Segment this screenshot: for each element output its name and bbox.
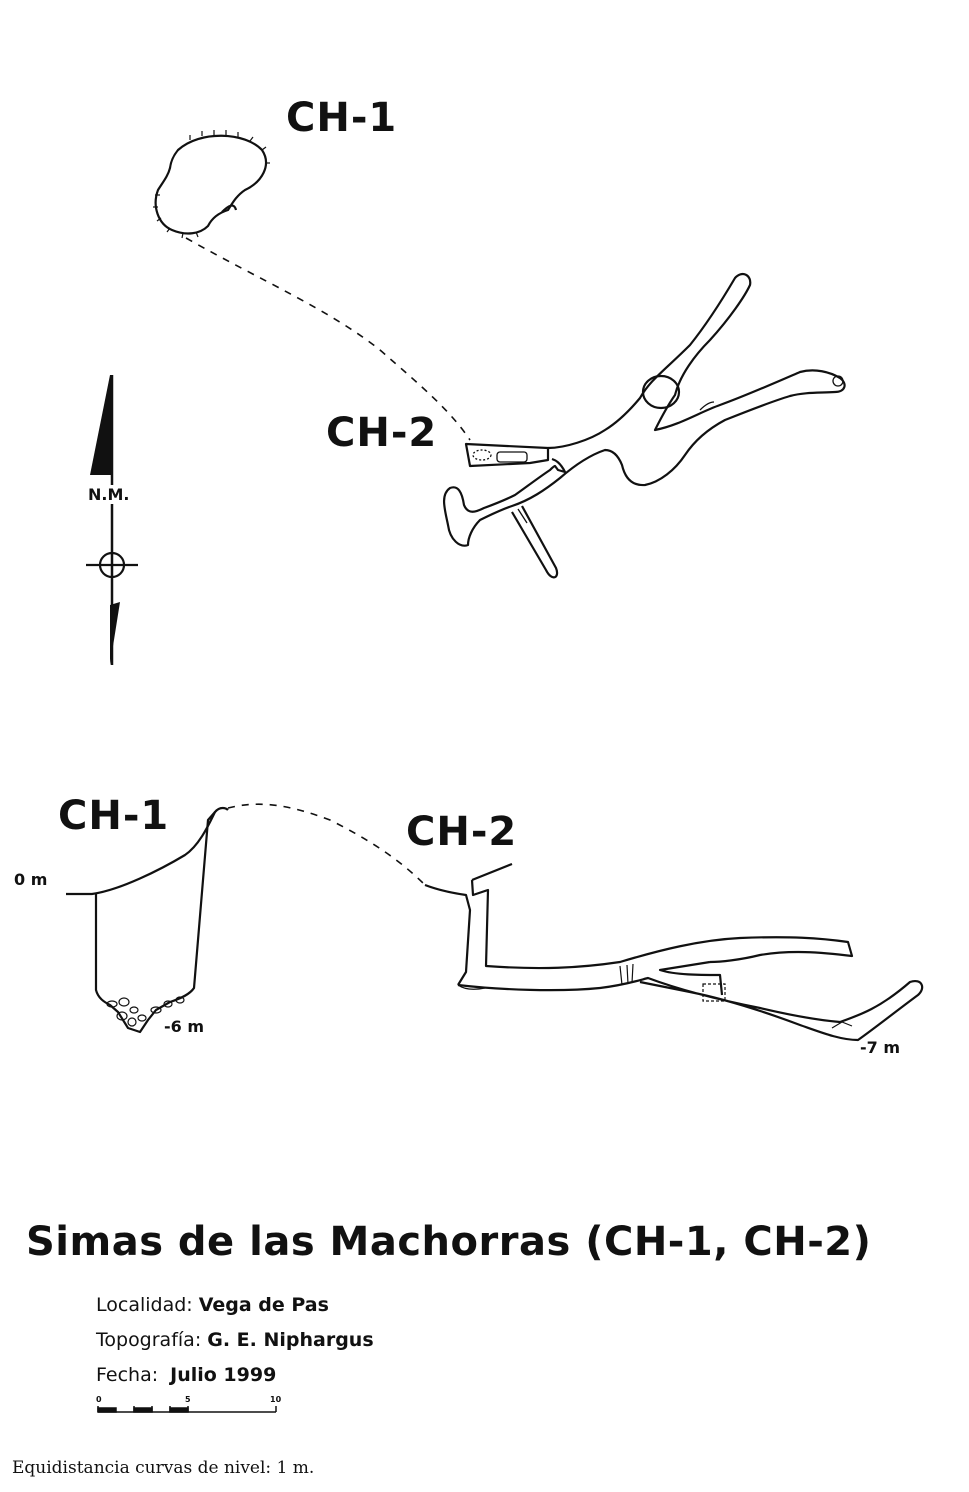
scale-tick-5: 5 [185,1395,191,1404]
meta-fecha-key: Fecha: [96,1364,159,1386]
scale-tick-0: 0 [96,1395,102,1404]
north-label: N.M. [88,485,130,504]
scale-tick-10: 10 [270,1395,282,1404]
ch1-section-outline [66,806,229,1034]
ch2-section-outline [424,862,924,1042]
page-title: Simas de las Machorras (CH-1, CH-2) [26,1219,872,1265]
meta-topografia-value: G. E. Niphargus [207,1329,374,1351]
ch2-plan-details [472,375,844,526]
meta-localidad: Localidad:Vega de Pas [96,1296,329,1315]
depth-label-zero: 0 m [14,870,48,889]
meta-topografia: Topografía:G. E. Niphargus [96,1331,374,1350]
meta-fecha-value: Julio 1999 [170,1364,277,1386]
ch1-plan-outline [154,134,268,235]
meta-fecha: Fecha: Julio 1999 [96,1366,276,1385]
section-dashed-link [227,803,426,886]
meta-topografia-key: Topografía: [96,1329,202,1351]
ch2-plan-outline [443,272,846,579]
north-arrow [86,375,138,665]
ch2-section-details [457,963,853,1029]
plan-dashed-link [185,237,471,441]
section-label-ch2: CH-2 [406,809,518,855]
meta-localidad-value: Vega de Pas [198,1294,329,1316]
meta-localidad-key: Localidad: [96,1294,193,1316]
plan-label-ch1: CH-1 [286,95,398,141]
plan-label-ch2: CH-2 [326,410,438,456]
depth-label-ch2: -7 m [860,1038,901,1057]
scale-bar [97,1406,277,1413]
section-label-ch1: CH-1 [58,793,170,839]
footer-note: Equidistancia curvas de nivel: 1 m. [12,1458,315,1478]
ch1-section-rubble [106,996,185,1027]
depth-label-ch1: -6 m [164,1017,205,1036]
ch1-plan-hatch [153,130,270,239]
